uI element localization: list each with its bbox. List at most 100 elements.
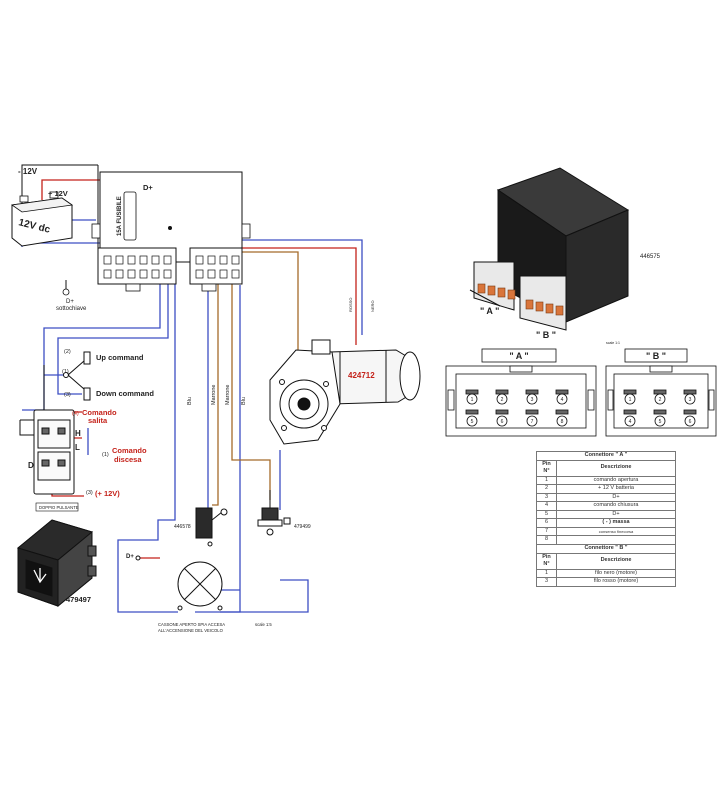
pin-cell: 6 xyxy=(536,518,557,528)
indicator-lamp xyxy=(135,555,223,611)
table-row: 2+ 12 V batteria xyxy=(536,484,676,494)
rocker-switch-diagram xyxy=(19,409,75,495)
wire-label-blu-right: Blu xyxy=(241,397,247,405)
l-label: L xyxy=(75,443,80,452)
connector-a-pin-4: 4 xyxy=(561,397,564,403)
motor xyxy=(269,339,421,445)
table-row: 8 xyxy=(536,535,676,545)
wire-label-marrone-2: Marrone xyxy=(225,385,231,405)
connector-a-pin-3: 3 xyxy=(531,397,534,403)
desc-cell: filo nero (motore) xyxy=(556,568,676,578)
table-a-header-pin: Pin N° xyxy=(536,459,557,477)
control-unit-3d xyxy=(469,167,630,331)
scale-label: scale 1:5 xyxy=(255,622,272,627)
command-switch xyxy=(63,351,91,401)
d-plus-label: D+ xyxy=(143,183,153,192)
table-a-title: Connettore " A " xyxy=(536,451,676,461)
desc-cell: comando chiusura xyxy=(556,501,676,511)
wire-label-marrone-1: Marrone xyxy=(211,385,217,405)
connector-b-pin-6: 6 xyxy=(689,419,692,425)
desc-cell: D+ xyxy=(556,509,676,519)
battery-positive-label: + 12V xyxy=(48,189,68,198)
desc-cell: comando apertura xyxy=(556,475,676,485)
connector-b-pin-5: 5 xyxy=(659,419,662,425)
rocker-caption: DOPPIO PULSANTE xyxy=(39,505,79,510)
connector-a-3d-label: " A " xyxy=(480,306,499,316)
connector-b-pin-1: 1 xyxy=(629,397,632,403)
fuse-label: 15A FUSIBILE xyxy=(117,196,123,236)
connector-b-title: " B " xyxy=(646,351,666,361)
pin-cell: 3 xyxy=(536,492,557,502)
up-command-number: (2) xyxy=(64,349,71,355)
lamp-note-line-2: ALL'ACCENSIONE DEL VEICOLO xyxy=(158,628,224,633)
descent-label-2: discesa xyxy=(114,455,142,464)
pin-cell: 5 xyxy=(536,509,557,519)
reed-part-number: 479499 xyxy=(294,524,311,530)
connector-a-pin-5: 5 xyxy=(471,419,474,425)
desc-cell xyxy=(556,535,676,545)
lamp-d-plus-label: D+ xyxy=(126,554,134,560)
connector-a-pin-8: 8 xyxy=(561,419,564,425)
connector-a-pin-6: 6 xyxy=(501,419,504,425)
d-label: D xyxy=(28,461,34,470)
pin-cell: 2 xyxy=(536,484,557,494)
battery-negative-label: - 12V xyxy=(18,167,38,176)
table-b-header-desc: Descrizione xyxy=(556,552,676,570)
connector-b-pin-2: 2 xyxy=(659,397,662,403)
battery: 12V dc xyxy=(10,191,74,247)
desc-cell: consenso finecorsa xyxy=(556,526,676,536)
desc-cell: filo rosso (motore) xyxy=(556,577,676,587)
plus-label: (+ 12V) xyxy=(95,489,120,498)
connector-b-pin-4: 4 xyxy=(629,419,632,425)
lamp-note-line-1: CASSONE APERTO SPIA ACCESA xyxy=(158,622,225,627)
jump-label-2: salita xyxy=(88,416,108,425)
scale-small-label: scale 1:1 xyxy=(606,341,620,345)
descent-number: (1) xyxy=(102,452,109,458)
ignition-terminal xyxy=(62,288,70,296)
control-unit xyxy=(91,171,251,292)
pin-cell: 1 xyxy=(536,568,557,578)
pin-cell: 1 xyxy=(536,475,557,485)
table-b-title: Connettore " B " xyxy=(536,544,676,554)
jump-number: (4) xyxy=(72,411,79,417)
microswitch-part-number: 446578 xyxy=(174,524,191,530)
mid-command-number: (1) xyxy=(62,369,69,375)
desc-cell: D+ xyxy=(556,492,676,502)
wire-label-a: ROSSO xyxy=(348,298,353,312)
connector-b-title-box xyxy=(624,348,688,363)
plus-number: (3) xyxy=(86,490,93,496)
caption-box xyxy=(35,502,79,512)
table-a-header-desc: Descrizione xyxy=(556,459,676,477)
table-b-header-pin: Pin N° xyxy=(536,552,557,570)
rocker-part-number: 479497 xyxy=(66,595,91,604)
pin-cell: 3 xyxy=(536,577,557,587)
connector-a-pin-2: 2 xyxy=(501,397,504,403)
connector-b-pin-3: 3 xyxy=(689,397,692,403)
connector-a-pin-1: 1 xyxy=(471,397,474,403)
ignition-label-2: sottochiave xyxy=(56,306,87,312)
desc-cell: + 12 V batteria xyxy=(556,484,676,494)
wire-label-blu-left: Blu xyxy=(187,397,193,405)
connector-b-3d-label: " B " xyxy=(536,330,556,340)
pin-cell: 4 xyxy=(536,501,557,511)
h-label: H xyxy=(75,429,81,438)
descent-label-1: Comando xyxy=(112,446,147,455)
motor-part-number: 424712 xyxy=(348,371,375,380)
up-command-label: Up command xyxy=(96,353,144,362)
desc-cell: ( - ) massa xyxy=(556,518,676,528)
jump-label-1: Comando xyxy=(82,408,117,417)
unit-part-number: 446575 xyxy=(640,254,661,260)
connector-b-detail xyxy=(605,365,717,437)
microswitch xyxy=(195,507,228,547)
connector-a-title-box xyxy=(481,348,557,363)
wire-label-b: NERO xyxy=(370,300,375,312)
